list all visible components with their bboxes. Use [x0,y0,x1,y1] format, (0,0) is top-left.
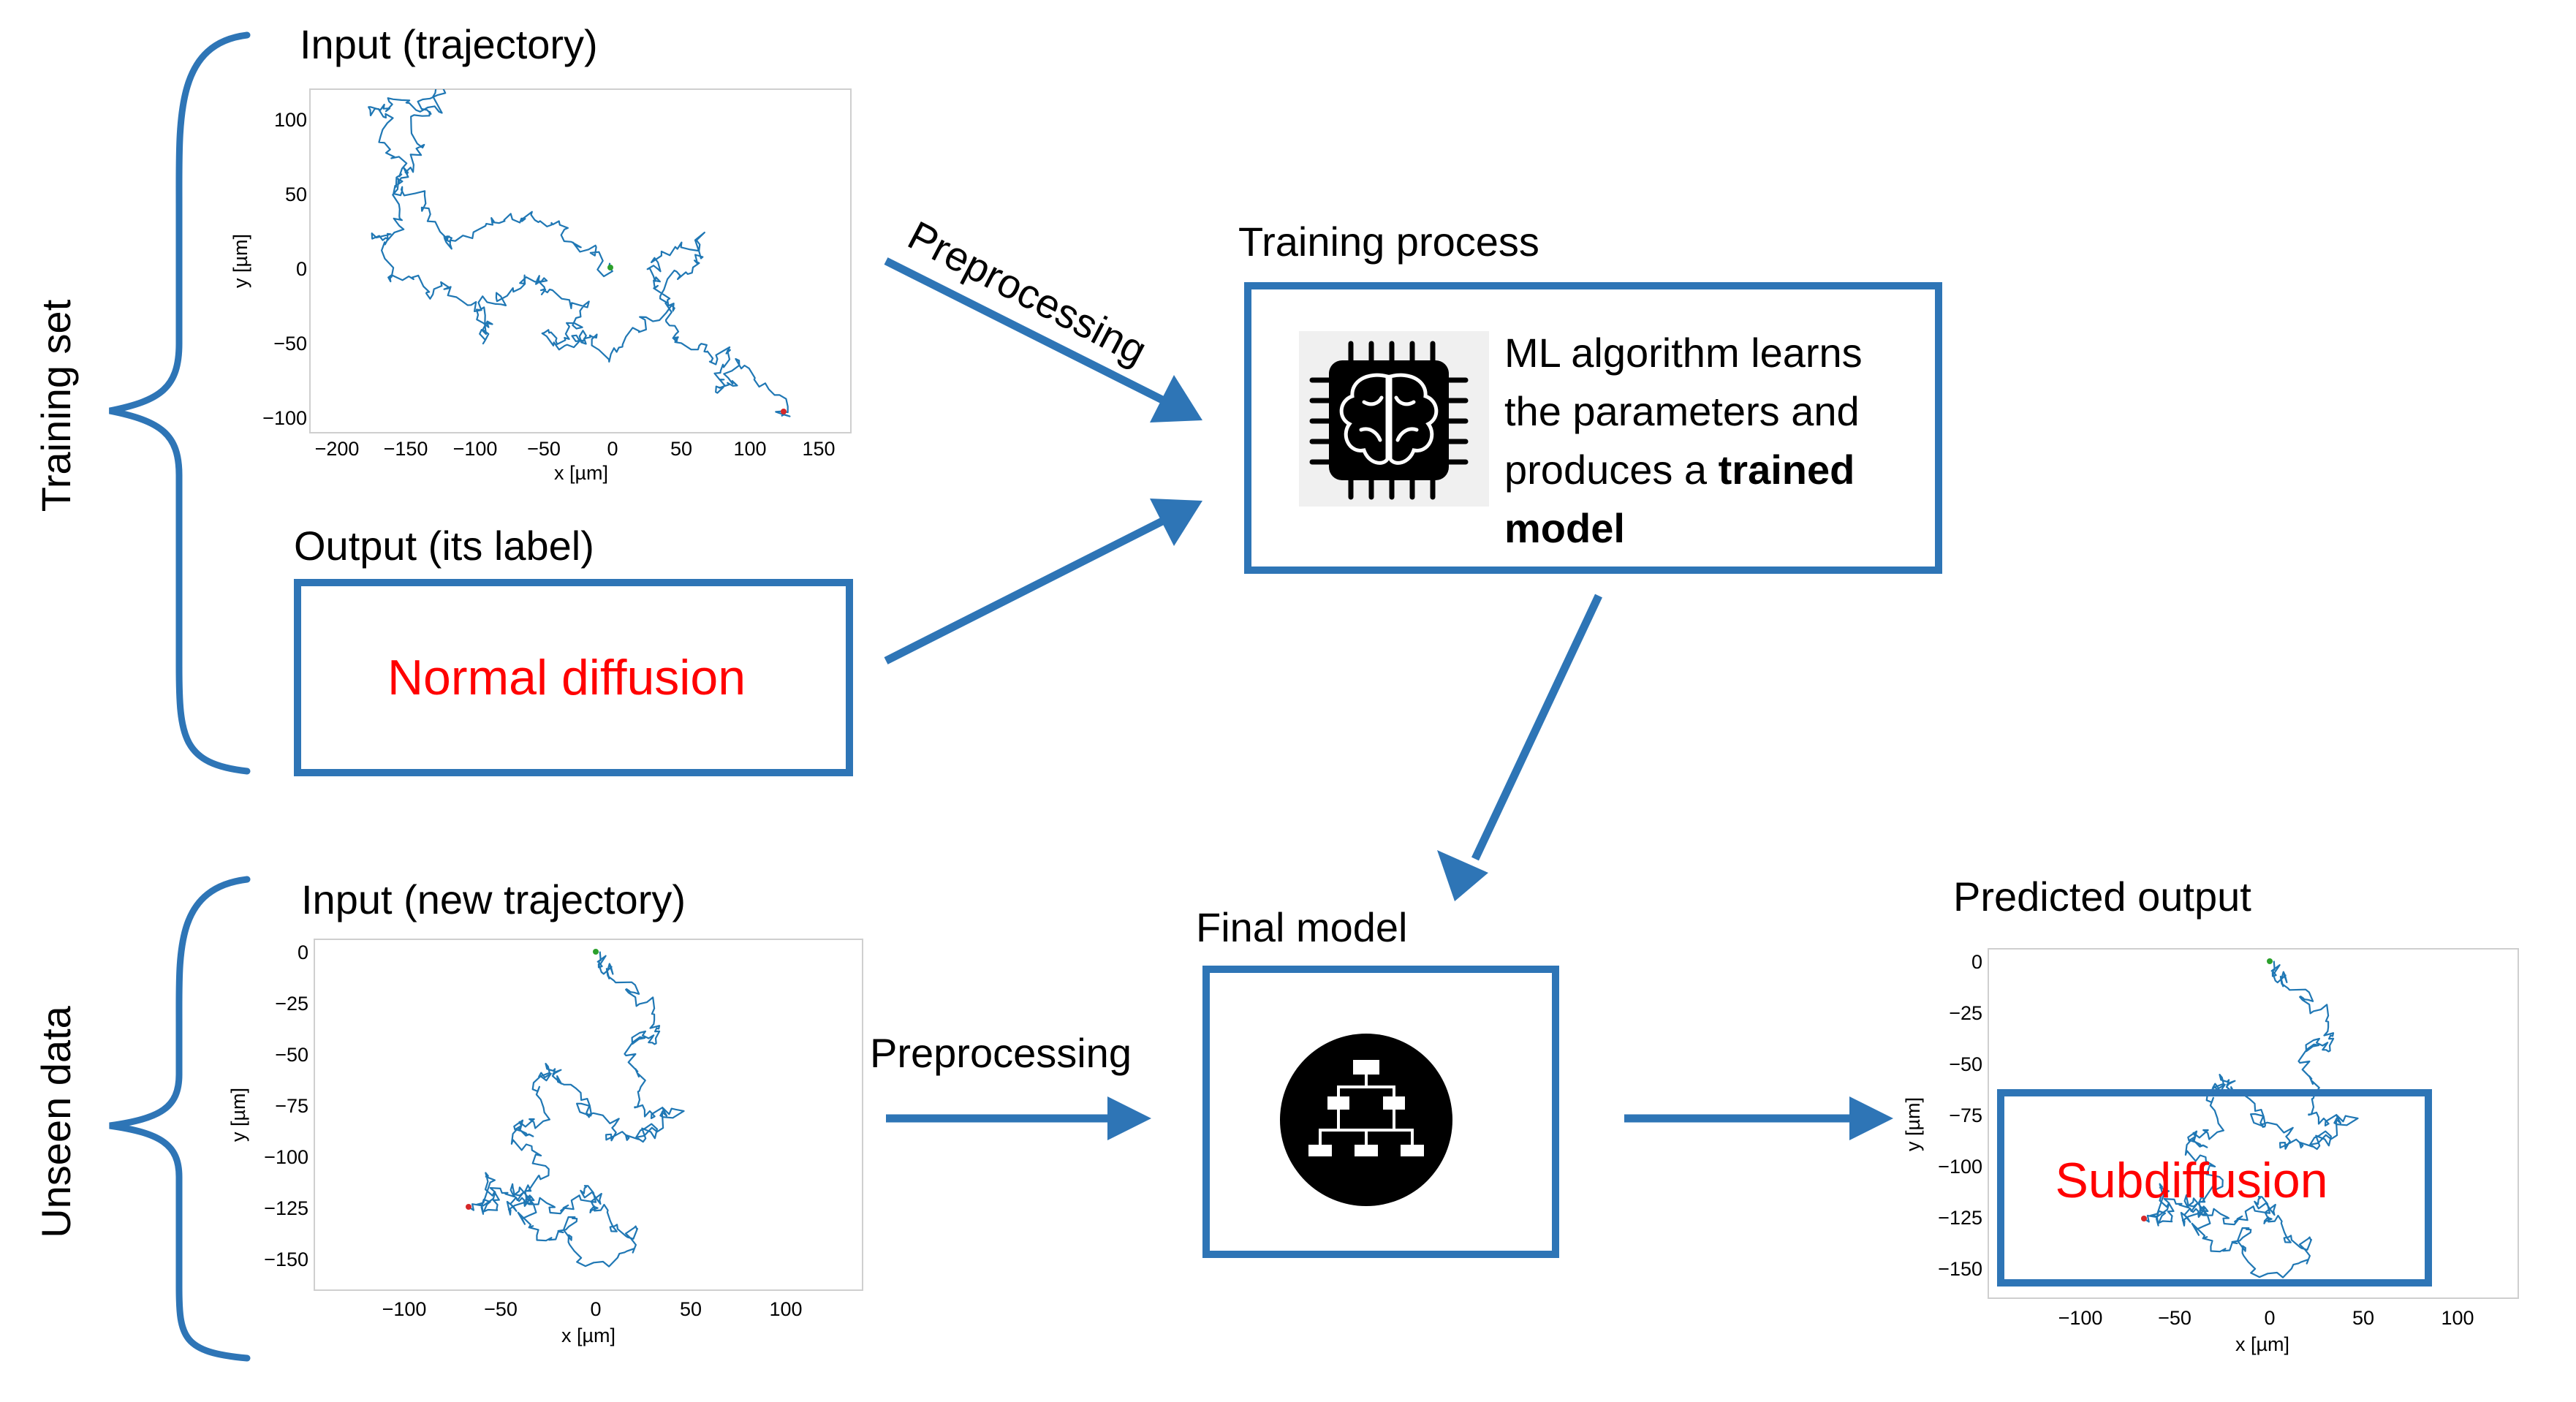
unseen-data-label: Unseen data [33,1005,79,1238]
arrow-head [1849,1096,1893,1140]
training-plot-y-ticks: 100 50 0 −50 −100 [262,109,307,429]
x-tick: 100 [733,438,766,460]
y-tick: −50 [275,1044,308,1066]
x-tick: 50 [2352,1307,2374,1329]
training-text-line-1: ML algorithm learns [1504,330,1863,376]
y-tick: −25 [1949,1002,1982,1024]
y-tick: −50 [1949,1053,1982,1075]
y-tick: −75 [275,1095,308,1117]
x-tick: 0 [607,438,618,460]
unseen-input-title: Input (new trajectory) [301,876,686,922]
training-output-title: Output (its label) [294,523,594,569]
x-tick: 100 [2441,1307,2474,1329]
y-tick: 0 [296,258,307,280]
y-tick: −150 [264,1248,308,1270]
x-tick: −200 [315,438,360,460]
brain-chip-icon [1299,331,1489,507]
y-tick: −25 [275,993,308,1015]
x-tick: 50 [680,1298,702,1320]
prediction-overlay-box [1997,1089,2432,1287]
training-input-title: Input (trajectory) [300,21,598,67]
training-set-label: Training set [33,299,79,512]
subdiffusion-label: Subdiffusion [2055,1153,2327,1208]
predicted-output-title: Predicted output [1953,874,2251,920]
y-tick: 100 [274,109,307,131]
training-process-title: Training process [1238,219,1539,265]
unseen-data-brace [109,876,251,1362]
x-tick: −50 [484,1298,518,1320]
x-tick: 150 [802,438,835,460]
training-plot-xlabel: x [µm] [554,462,608,484]
y-tick: −100 [1938,1156,1982,1178]
y-tick: −100 [262,407,307,429]
y-tick: −125 [264,1197,308,1219]
trained-word: trained [1719,447,1855,493]
trajectory-start-marker [593,949,599,955]
training-plot-ylabel: y [µm] [230,234,251,288]
trajectory-start-marker [2267,958,2273,964]
predicted-plot-x-ticks: −100 −50 0 50 100 [2058,1307,2474,1329]
y-tick: 0 [1971,951,1982,973]
hierarchy-icon [1280,1034,1452,1206]
arrow-head [1437,850,1488,901]
final-model-box [1202,966,1559,1258]
training-process-box [1244,282,1942,574]
predicted-trajectory-plot [1988,948,2519,1299]
final-model-title: Final model [1196,904,1407,950]
arrow-head [1107,1096,1151,1140]
x-tick: −100 [382,1298,427,1320]
unseen-plot-xlabel: x [µm] [561,1325,615,1346]
y-tick: 50 [285,183,307,205]
training-to-model-arrow [1471,594,1602,861]
training-text-line-4: model [1504,505,1625,551]
training-trajectory-plot [309,88,852,433]
label-to-training-arrow [884,515,1169,664]
x-tick: 100 [769,1298,802,1320]
trajectory-end-marker [781,409,787,414]
x-tick: 0 [590,1298,601,1320]
training-trajectory-line [368,89,791,417]
preprocessing-arrow-top [884,257,1169,406]
training-plot-x-ticks: −200 −150 −100 −50 0 50 100 150 [315,438,836,460]
unseen-plot-y-ticks: 0 −25 −50 −75 −100 −125 −150 [264,941,308,1270]
x-tick: −50 [2158,1307,2192,1329]
predicted-trajectory-line [2141,960,2359,1278]
normal-diffusion-label: Normal diffusion [387,650,746,705]
x-tick: −50 [527,438,561,460]
unseen-plot-ylabel: y [µm] [227,1088,249,1142]
arrow-head [1150,375,1202,423]
predicted-plot-ylabel: y [µm] [1902,1097,1924,1151]
trajectory-end-marker [466,1204,471,1210]
x-tick: 0 [2264,1307,2275,1329]
y-tick: −100 [264,1146,308,1168]
training-text-line-3: produces a trained [1504,447,1855,493]
output-label-box [294,579,853,776]
predicted-plot-xlabel: x [µm] [2235,1333,2289,1355]
arrow-head [1150,499,1202,546]
y-tick: −150 [1938,1258,1982,1280]
training-set-brace [109,31,251,775]
y-tick: −125 [1938,1207,1982,1229]
preprocessing-label-top: Preprocessing [901,212,1154,374]
predicted-plot-y-ticks: 0 −25 −50 −75 −100 −125 −150 [1938,951,1982,1280]
unseen-plot-x-ticks: −100 −50 0 50 100 [382,1298,803,1320]
y-tick: −50 [273,333,307,355]
trajectory-start-marker [607,265,613,270]
unseen-trajectory-line [466,951,685,1268]
training-text-line-2: the parameters and [1504,388,1860,434]
x-tick: −100 [453,438,498,460]
x-tick: 50 [670,438,692,460]
training-text-line-3-prefix: produces a [1504,447,1719,493]
preprocessing-label-bottom: Preprocessing [870,1030,1132,1076]
trajectory-end-marker [2141,1216,2147,1221]
y-tick: −75 [1949,1104,1982,1126]
x-tick: −150 [384,438,428,460]
x-tick: −100 [2058,1307,2103,1329]
y-tick: 0 [298,941,308,963]
